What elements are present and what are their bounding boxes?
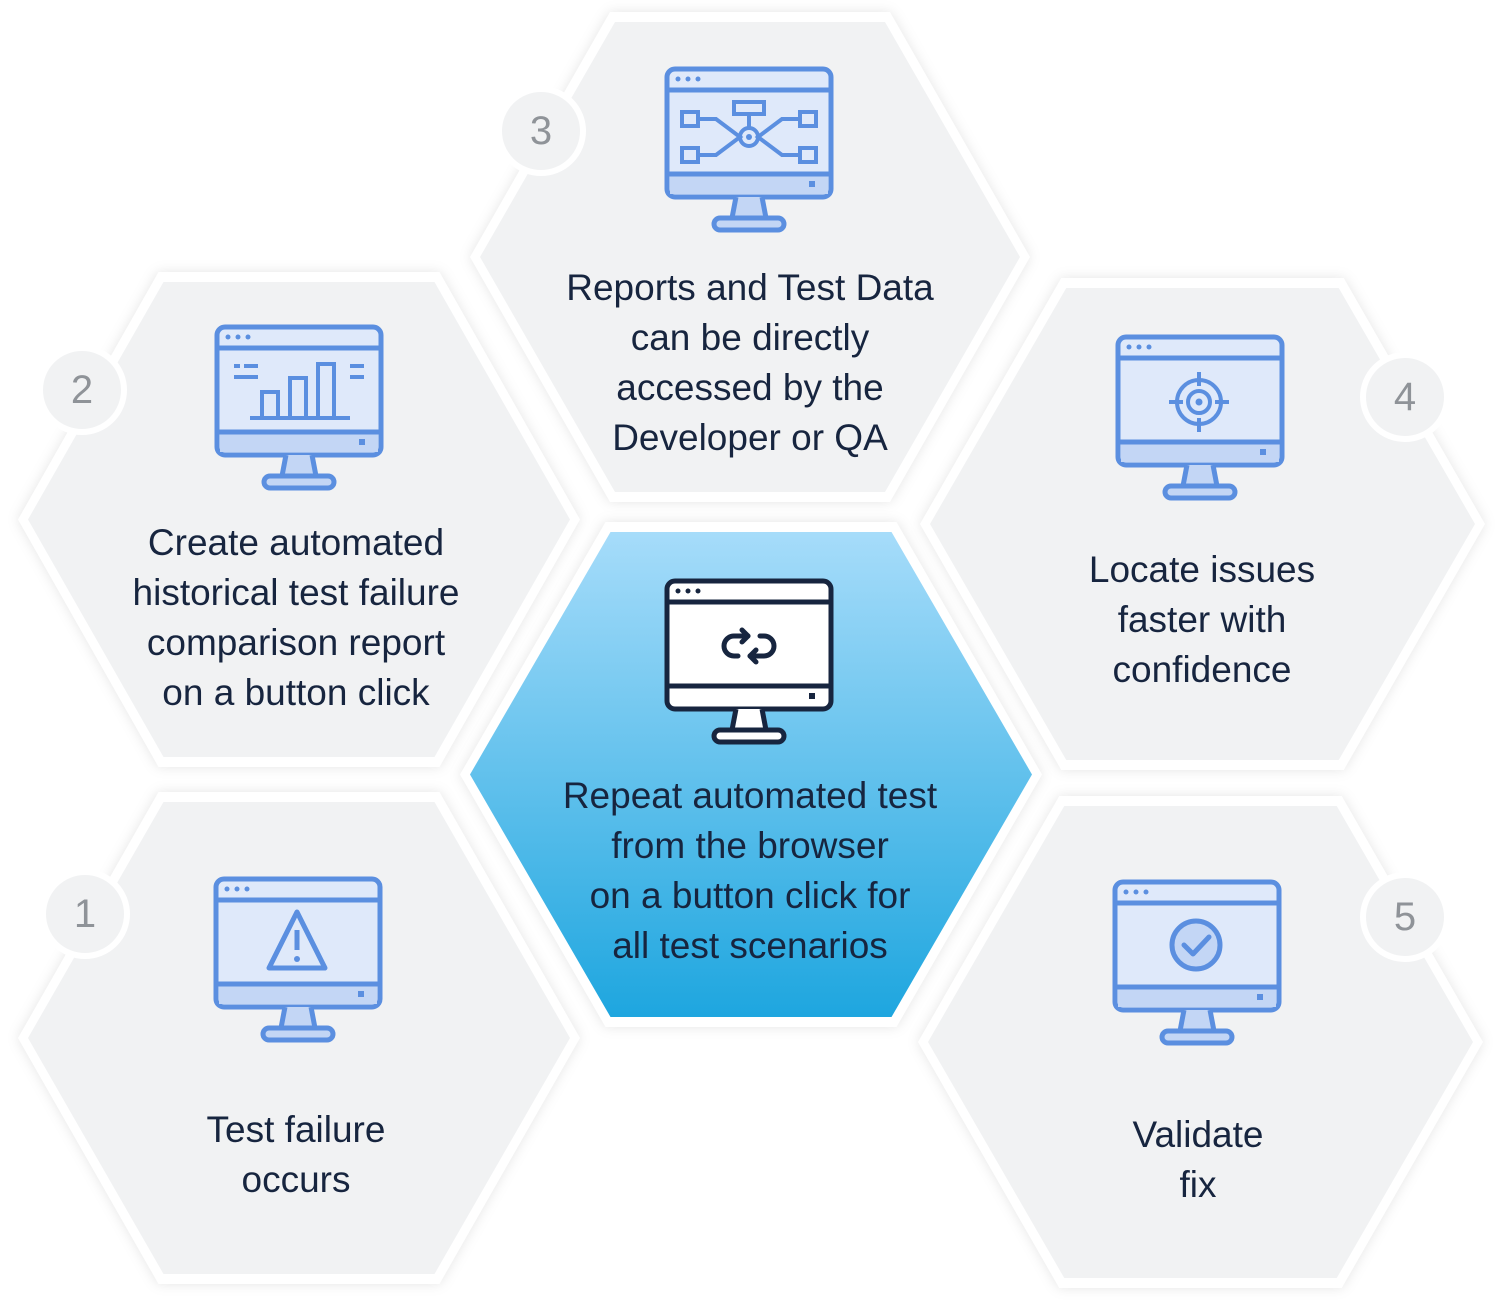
hex-center xyxy=(460,522,1042,1027)
step-number-3: 3 xyxy=(496,86,586,176)
step-5-label: Validate fix xyxy=(1132,1114,1264,1205)
step-4-label: Locate issues faster with confidence xyxy=(1088,549,1316,690)
check-circle-icon xyxy=(1112,879,1282,1046)
center-label: Repeat automated test from the browser o… xyxy=(562,775,938,966)
step-3-label: Reports and Test Data can be directly ac… xyxy=(566,267,934,458)
step-1-label: Test failure occurs xyxy=(206,1109,386,1200)
step-number-1: 1 xyxy=(40,869,130,959)
warning-icon xyxy=(213,876,383,1043)
step-number-4: 4 xyxy=(1360,352,1450,442)
refresh-icon xyxy=(664,578,834,745)
hex-step-1 xyxy=(18,792,580,1284)
step-number-2: 2 xyxy=(37,345,127,435)
step-2-label: Create automated historical test failure… xyxy=(132,522,460,713)
target-icon xyxy=(1115,334,1285,501)
bar-chart-icon xyxy=(214,324,384,491)
flowchart-icon xyxy=(664,66,834,233)
step-number-5: 5 xyxy=(1360,872,1450,962)
